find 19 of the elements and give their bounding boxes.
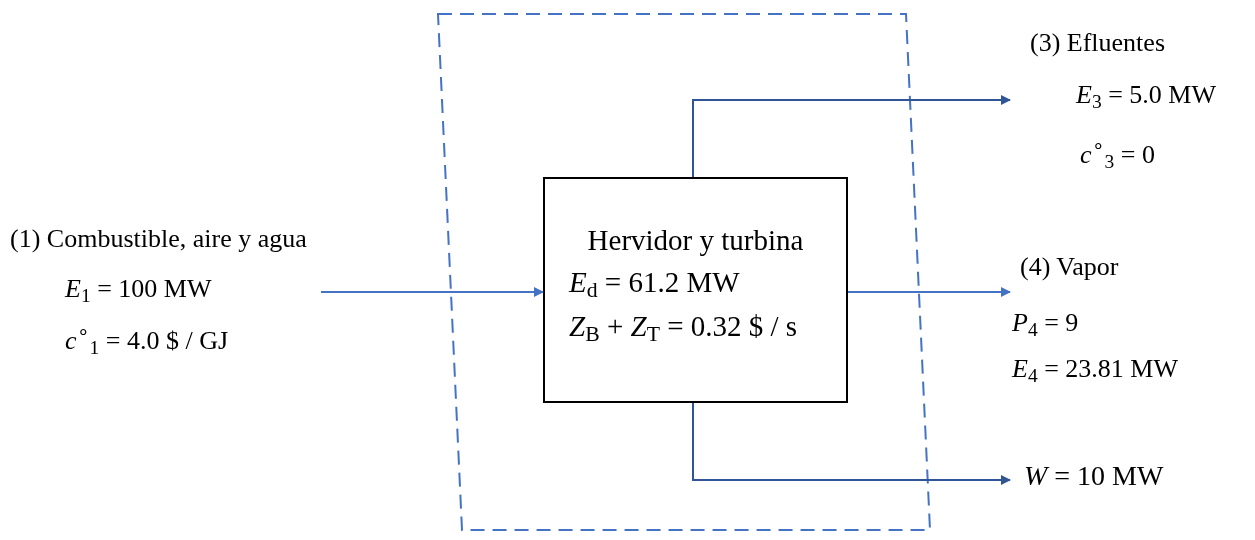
equation-text: E$_{4}$ = 23.81 MW (1012, 354, 1179, 384)
arrow (847, 287, 1011, 297)
equation-text: Z$_{B}$ + Z$_{T}$ = 0.32 $ / s (568, 311, 799, 341)
stream-title: Hervidor y turbina (586, 225, 805, 255)
stream-title: (1) Combustible, aire y agua (9, 224, 308, 254)
equation-text: c$^{∘}$$_{1}$ = 4.0 $ / GJ (64, 326, 230, 356)
arrow (692, 402, 1011, 485)
equation-text: W = 10 MW (1023, 461, 1165, 491)
equation-text: P$_{4}$ = 9 (1012, 308, 1080, 338)
process-box (543, 177, 848, 403)
stream-title: (3) Efluentes (1029, 28, 1166, 58)
arrow (692, 95, 1011, 178)
system-boundary (438, 14, 930, 530)
equation-text: c$^{∘}$$_{3}$ = 0 (1079, 140, 1156, 170)
equation-text: E$_{1}$ = 100 MW (63, 274, 213, 304)
equation-text: E$_{3}$ = 5.0 MW (1074, 80, 1217, 110)
arrow (320, 287, 544, 297)
equation-text: E$_{d}$ = 61.2 MW (567, 267, 741, 297)
stream-title: (4) Vapor (1019, 252, 1120, 282)
